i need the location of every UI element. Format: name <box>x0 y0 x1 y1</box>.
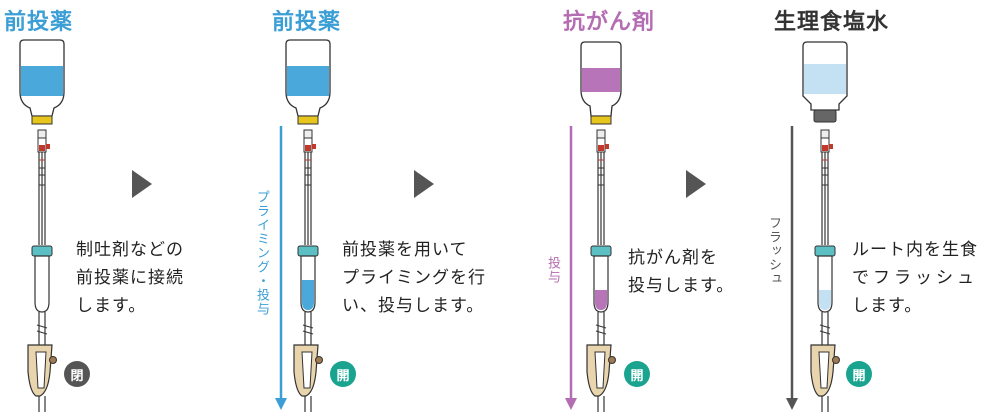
panel-title-premedication-2: 前投薬 <box>272 10 342 35</box>
panel-title-anticancer: 抗がん剤 <box>563 10 656 35</box>
clamp-status-badge-1: 閉 <box>64 361 90 387</box>
panel-description-3: 抗がん剤を 投与します。 <box>628 244 734 300</box>
desc-line: プライミングを行 <box>342 268 486 288</box>
vertical-label-flush: フラッシュ <box>766 216 781 286</box>
panel-description-1: 制吐剤などの 前投薬に接続 します。 <box>76 236 184 320</box>
desc-line: 制吐剤などの <box>76 240 184 260</box>
desc-line: します。 <box>76 296 147 316</box>
bottle-fluid-4 <box>804 64 846 94</box>
desc-line: します。 <box>852 296 923 316</box>
step-arrow-3 <box>686 170 706 198</box>
desc-line: 前投薬に接続 <box>76 268 184 288</box>
clamp-status-badge-3: 開 <box>624 361 650 387</box>
desc-line: い、投与します。 <box>342 296 485 316</box>
vertical-label-administration: 投与 <box>545 256 560 284</box>
desc-line: 投与します。 <box>628 276 735 296</box>
bottle-fluid-2 <box>287 66 329 96</box>
step-arrow-1 <box>132 170 152 198</box>
clamp-status-badge-2: 開 <box>330 361 356 387</box>
bottle-fluid-3 <box>582 68 620 92</box>
desc-line: でフラッシュ <box>852 268 978 288</box>
clamp-status-badge-4: 開 <box>846 361 872 387</box>
panel-title-saline: 生理食塩水 <box>774 10 890 35</box>
desc-line: 前投薬を用いて <box>342 240 468 260</box>
desc-line: 抗がん剤を <box>628 248 718 268</box>
panel-description-4: ルート内を生食 でフラッシュ します。 <box>852 236 978 320</box>
desc-line: ルート内を生食 <box>852 240 978 260</box>
bottle-fluid-1 <box>21 66 63 96</box>
step-arrow-2 <box>414 170 434 198</box>
panel-description-2: 前投薬を用いて プライミングを行 い、投与します。 <box>342 236 486 320</box>
vertical-label-priming: プライミング・投与 <box>254 190 269 316</box>
bottle-cap-1 <box>31 115 53 125</box>
panel-title-premedication-1: 前投薬 <box>4 10 74 35</box>
